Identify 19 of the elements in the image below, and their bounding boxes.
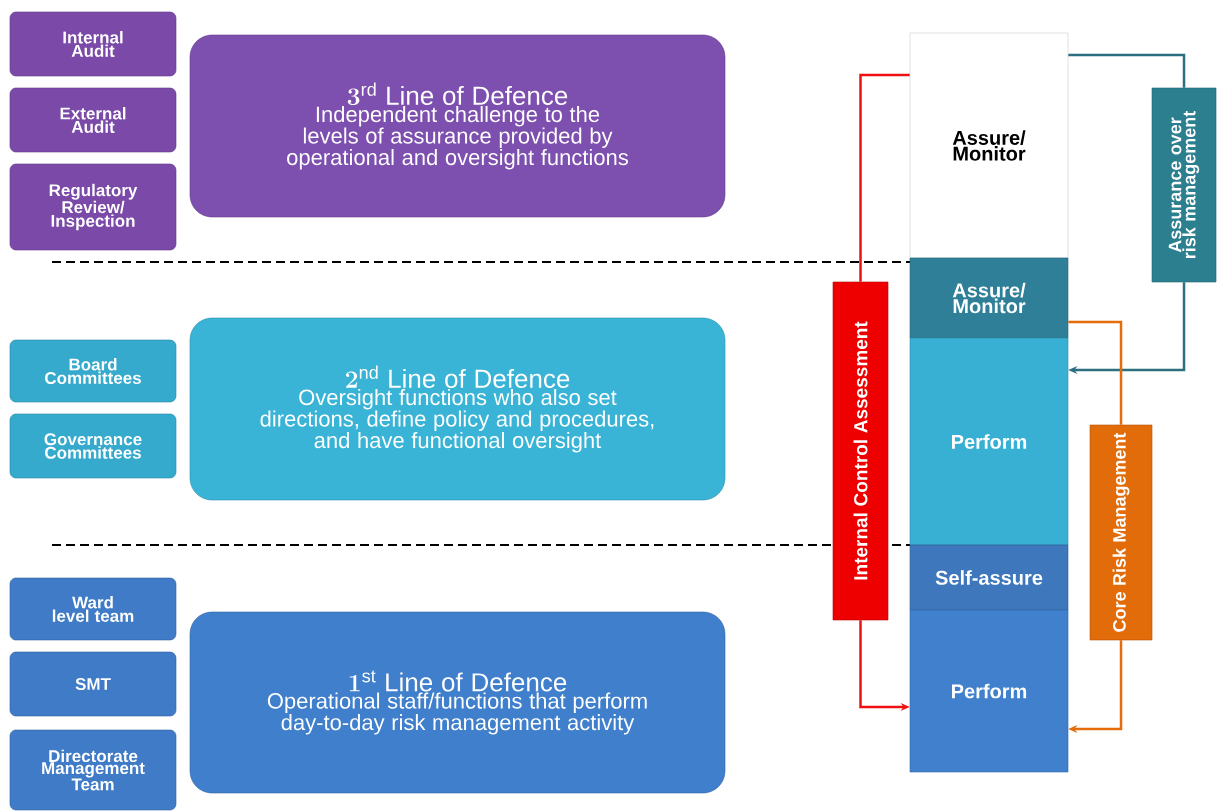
line-of-defence-box: $2^{\mathrm{nd}}\ \mathrm{Line\ of\ Defence}$ Oversight functions who also set directions, define policy and procedures, and have functional oversight [189, 317, 726, 501]
stack-segment: Perform [909, 609, 1069, 773]
line-of-defence-box: $1^{\mathrm{st}}\ \mathrm{Line\ of\ Defence}$ Operational staff/functions that perform day-to-day risk management activity [189, 611, 726, 794]
stack-segment: Assure/ Monitor [909, 257, 1069, 339]
stack-segment: Assure/ Monitor [909, 32, 1069, 259]
stack-segment: Perform [909, 337, 1069, 546]
vertical-label-box: Core Risk Management [1089, 424, 1153, 641]
function-box: Board Committees [9, 339, 177, 403]
function-box: SMT [9, 651, 177, 717]
function-box: Directorate Management Team [9, 729, 177, 811]
function-box: External Audit [9, 87, 177, 153]
function-box: Internal Audit [9, 11, 177, 77]
function-box: Ward level team [9, 577, 177, 641]
function-box: Regulatory Review/ Inspection [9, 163, 177, 251]
stack-segment: Self-assure [909, 544, 1069, 611]
vertical-label-box: Assurance over risk management [1151, 87, 1217, 283]
line-of-defence-box: $3^{\mathrm{rd}}\ \mathrm{Line\ of\ Defence}$ Independent challenge to the levels of assurance provided by operational and oversight functions [189, 34, 726, 218]
function-box: Governance Committees [9, 413, 177, 479]
vertical-label-box: Internal Control Assessment [832, 281, 889, 621]
